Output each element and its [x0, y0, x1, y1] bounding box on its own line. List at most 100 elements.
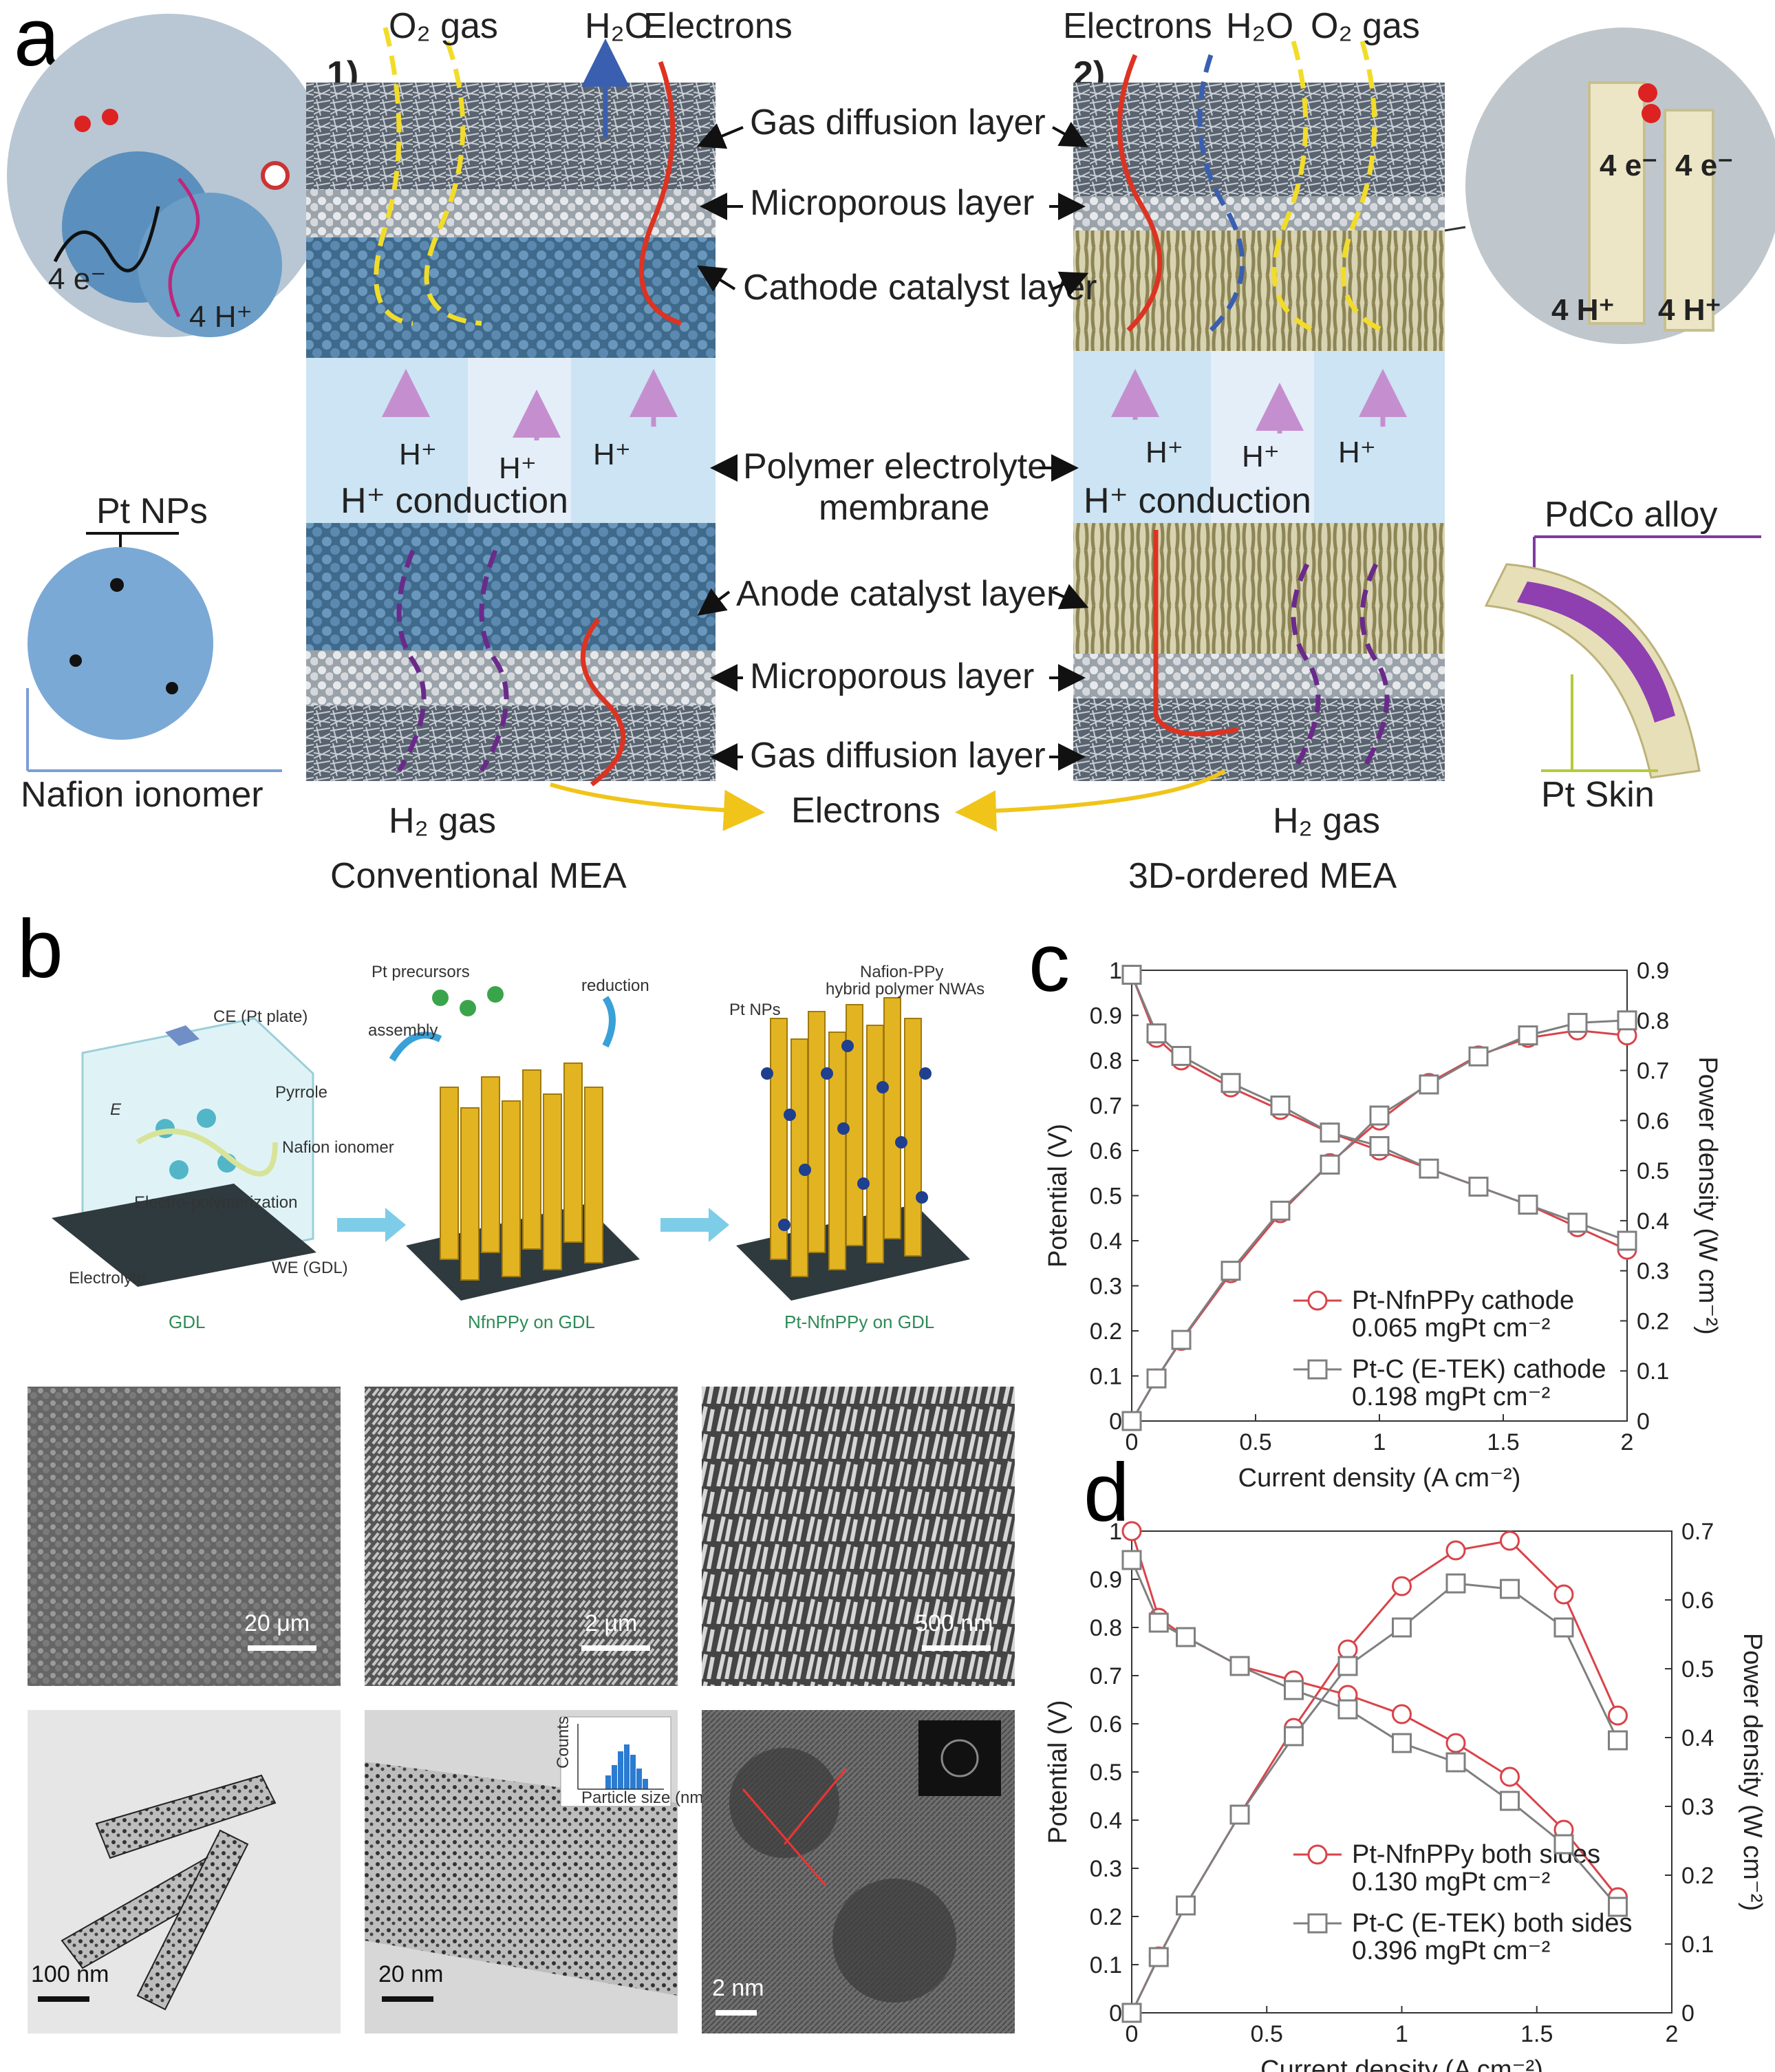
y-right-axis-title: Power density (W cm⁻²) — [1738, 1633, 1767, 1911]
layer-label-mpl-top: Microporous layer — [750, 183, 1034, 223]
series-1-potential-point — [1171, 1045, 1192, 1066]
flow-arrow-2 — [660, 1208, 729, 1242]
conv-gdl-top — [306, 83, 716, 189]
tem-wire-section — [365, 1762, 678, 1996]
series-0-potential-point — [1392, 1704, 1412, 1724]
h-conduction-right: H⁺ conduction — [1084, 481, 1311, 521]
pdco-core — [1517, 581, 1675, 723]
y-left-tick-label: 1 — [1109, 1519, 1122, 1545]
ordered-mea-title: 3D-ordered MEA — [1128, 856, 1397, 896]
y-left-tick-label: 0.6 — [1090, 1138, 1122, 1164]
right-inset-4h-2: 4 H⁺ — [1658, 293, 1721, 327]
panel-a: a 1) 2) 4 e⁻ 4 H⁺ Pt NPs Nafion ionomer — [7, 0, 1775, 896]
y-right-tick-label: 0.7 — [1681, 1519, 1714, 1545]
y-right-tick-label: 0 — [1637, 1409, 1650, 1435]
conventional-mea-stack — [306, 27, 716, 787]
series-1-power-point — [1617, 1010, 1637, 1031]
left-inset-4e: 4 e⁻ — [48, 262, 106, 296]
h-conduction-left: H⁺ conduction — [341, 481, 568, 521]
series-1-power-point — [1337, 1656, 1358, 1676]
y-left-tick-label: 0.8 — [1090, 1048, 1122, 1074]
series-1-potential-point — [1369, 1135, 1390, 1156]
h2-gas-right: H₂ gas — [1273, 801, 1380, 841]
pt-skin-label: Pt Skin — [1541, 775, 1655, 815]
nafion-label: Nafion ionomer — [282, 1138, 394, 1157]
y-left-tick-label: 0.2 — [1090, 1904, 1122, 1930]
pt-np-ionomer-particle — [28, 547, 213, 740]
legend-1-loading: 0.198 mgPt cm⁻² — [1352, 1382, 1550, 1411]
legend-0-loading: 0.130 mgPt cm⁻² — [1352, 1868, 1550, 1897]
y-left-tick-label: 0.7 — [1090, 1663, 1122, 1689]
sem-image-nfnppy — [365, 1387, 678, 1686]
saed-inset — [918, 1720, 1001, 1796]
series-1-potential-point — [1270, 1096, 1291, 1115]
series-1-potential-point — [1608, 1897, 1628, 1917]
layer-label-cathode: Cathode catalyst layer — [743, 268, 1097, 308]
series-1-potential-point — [1148, 1612, 1169, 1633]
series-0-power-point — [1445, 1540, 1466, 1561]
x-tick-label: 0.5 — [1239, 1429, 1271, 1455]
caption-nfnppy: NfnPPy on GDL — [468, 1312, 595, 1332]
series-1-power-point — [1171, 1329, 1192, 1350]
series-1-potential-point — [1567, 1213, 1588, 1233]
panel-letter-d: d — [1084, 1446, 1130, 1539]
series-0-potential-point — [1121, 1521, 1142, 1541]
series-1-potential-point — [1146, 1023, 1167, 1044]
electrons-bottom: Electrons — [791, 791, 940, 831]
legend-0-loading: 0.065 mgPt cm⁻² — [1352, 1314, 1550, 1343]
layer-label-gdl-top: Gas diffusion layer — [750, 103, 1046, 142]
caption-pt-nfnppy: Pt-NfnPPy on GDL — [784, 1312, 934, 1332]
x-tick-label: 2 — [1621, 1429, 1634, 1455]
series-1-power-point — [1148, 1947, 1169, 1967]
panel-b: b CE (Pt plate) E Pyrrole Nafion ionomer… — [17, 903, 1015, 2033]
x-tick-label: 0 — [1126, 1429, 1139, 1455]
y-right-tick-label: 0.4 — [1681, 1725, 1714, 1751]
right-inset-4e-1: 4 e⁻ — [1600, 149, 1657, 182]
electropoly-label: Electro-polymerization — [134, 1193, 297, 1212]
conv-mpl-top — [306, 189, 716, 237]
scalebar-20um: 20 μm — [244, 1610, 310, 1636]
y-left-tick-label: 0.4 — [1090, 1228, 1122, 1254]
y-left-tick-label: 0.4 — [1090, 1808, 1122, 1834]
legend-0-marker — [1307, 1844, 1328, 1865]
layer-label-pem-2: membrane — [819, 488, 990, 528]
nanowire-cross-section — [1484, 563, 1701, 779]
legend-0-name: Pt-NfnPPy cathode — [1352, 1286, 1574, 1315]
conventional-mea-title: Conventional MEA — [330, 856, 627, 896]
schematic-nfnppy: Pt precursors assembly reduction — [368, 963, 649, 1301]
scalebar-2um: 2 μm — [585, 1610, 637, 1636]
pt-precursors-label: Pt precursors — [372, 963, 470, 981]
flow-arrow-1 — [337, 1208, 406, 1242]
electrons-top-right: Electrons — [1063, 6, 1212, 46]
right-inset-4e-2: 4 e⁻ — [1675, 149, 1733, 182]
series-1-potential-point — [1229, 1656, 1250, 1676]
nanowire-2 — [1664, 109, 1714, 332]
x-tick-label: 1.5 — [1520, 2021, 1553, 2047]
y-right-tick-label: 0.2 — [1637, 1308, 1669, 1334]
legend-0-marker — [1307, 1290, 1328, 1311]
y-right-tick-label: 0.6 — [1637, 1108, 1669, 1134]
y-right-tick-label: 0.2 — [1681, 1863, 1714, 1889]
conv-gdl-bottom — [306, 705, 716, 781]
series-1-power-point — [1419, 1074, 1439, 1095]
series-1-potential-point — [1500, 1791, 1520, 1811]
series-1-power-point — [1518, 1025, 1538, 1046]
y-left-tick-label: 0.6 — [1090, 1711, 1122, 1738]
series-1-power-point — [1284, 1726, 1304, 1747]
layer-label-mpl-bottom: Microporous layer — [750, 656, 1034, 696]
series-1-power-point — [1270, 1200, 1291, 1221]
h-plus-c1: H⁺ — [399, 438, 437, 471]
pdco-alloy-label: PdCo alloy — [1545, 495, 1717, 535]
y-left-tick-label: 0.8 — [1090, 1615, 1122, 1641]
y-right-tick-label: 0 — [1681, 2000, 1695, 2027]
nafion-ppy-label: Nafion-PPy — [860, 963, 943, 981]
y-right-tick-label: 0.5 — [1681, 1656, 1714, 1683]
y-left-tick-label: 0.9 — [1090, 1003, 1122, 1029]
series-1-potential-point — [1392, 1733, 1412, 1753]
schematic-pt-nfnppy: Nafion-PPy hybrid polymer NWAs Pt NPs — [729, 963, 985, 1301]
layer-label-anode: Anode catalyst layer — [736, 574, 1058, 614]
scalebar-500nm: 500 nm — [915, 1610, 993, 1636]
we-label: WE (GDL) — [272, 1259, 348, 1277]
